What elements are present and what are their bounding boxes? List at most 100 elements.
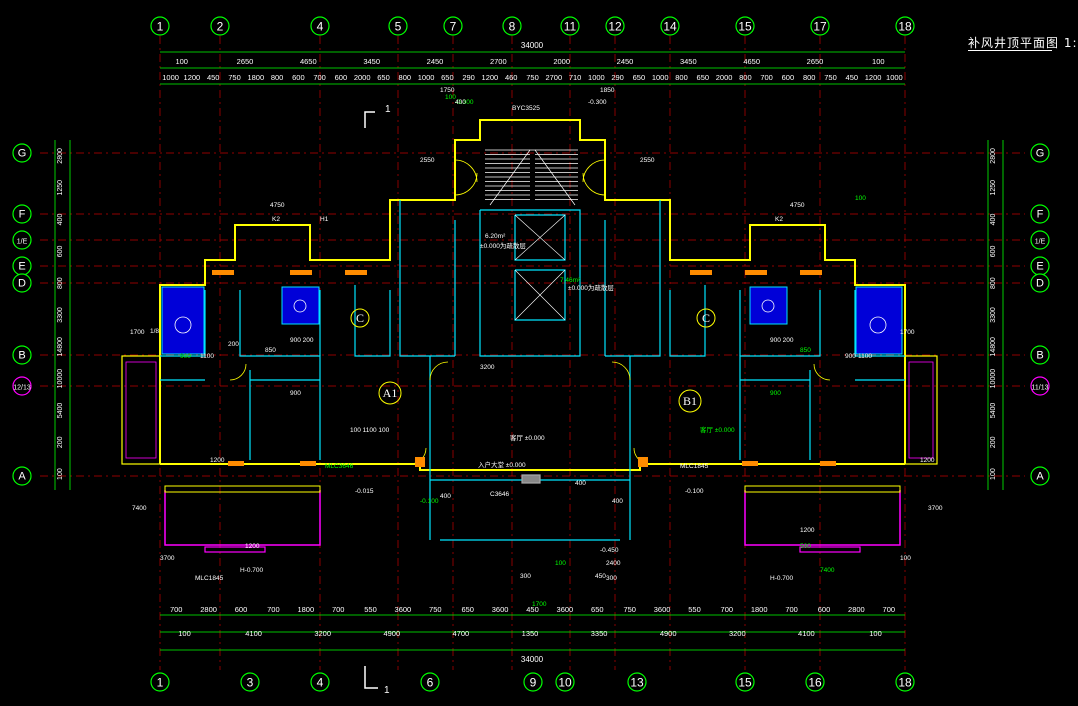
- bottom-dim-1: 3600: [395, 605, 412, 614]
- axis-bubble-right: [1030, 466, 1050, 486]
- left-dim: 400: [57, 214, 64, 226]
- annotation: 100: [855, 195, 866, 202]
- door-swings: [229, 159, 831, 465]
- section-mark-top: 1: [385, 104, 391, 115]
- top-dim-2: 1800: [247, 73, 264, 82]
- annotation: 2550: [640, 157, 655, 164]
- axis-bubble-bottom: [523, 672, 543, 692]
- left-dim: 1250: [57, 180, 64, 196]
- axis-label-top: 12: [608, 20, 622, 34]
- axis-bubble-right: [1030, 376, 1050, 396]
- bottom-dim-2: 4100: [245, 629, 262, 638]
- annotation: 2550: [420, 157, 435, 164]
- axis-label-left: G: [18, 148, 27, 160]
- title-underline: [968, 50, 1052, 51]
- axis-bubble-bottom: [895, 672, 915, 692]
- axis-bubble-bottom: [310, 672, 330, 692]
- right-dim: 10000: [990, 369, 997, 389]
- axis-label-left: 12/13: [13, 385, 31, 392]
- axis-label-bottom: 6: [427, 676, 434, 690]
- axis-bubble-bottom: [805, 672, 825, 692]
- section-marks: [364, 111, 378, 689]
- bottom-dim-1: 600: [818, 605, 831, 614]
- axis-bubble-right: [1030, 345, 1050, 365]
- bottom-dim-1: 3600: [492, 605, 509, 614]
- bottom-dim-2: 3200: [314, 629, 331, 638]
- annotation: 900: [770, 390, 781, 397]
- left-dim: 2800: [57, 148, 64, 164]
- bottom-dim-2: 3350: [591, 629, 608, 638]
- axis-label-top: 11: [564, 20, 577, 34]
- axis-bubble-top: [310, 16, 330, 36]
- annotation: 3200: [480, 364, 495, 371]
- top-dim-2: 650: [441, 73, 454, 82]
- annotation: 1/8: [150, 328, 159, 335]
- axis-label-top: 5: [395, 20, 402, 34]
- axis-bubble-top: [210, 16, 230, 36]
- annotation: 6.20m²: [485, 233, 506, 240]
- axis-bubble-left: [12, 230, 32, 250]
- left-dim: 600: [57, 245, 64, 257]
- top-dim-2: 750: [824, 73, 837, 82]
- axis-bubble-top: [895, 16, 915, 36]
- unit-label-ring: [378, 381, 402, 405]
- annotation: -0.100: [420, 498, 439, 505]
- axis-label-top: 1: [157, 20, 164, 34]
- annotation: 3700: [160, 555, 175, 562]
- axis-label-right: 1/E: [1035, 239, 1046, 246]
- top-dim-1: 3450: [680, 57, 697, 66]
- axis-label-bottom: 16: [808, 676, 822, 690]
- axis-bubble-top: [443, 16, 463, 36]
- annotation: 400: [440, 493, 451, 500]
- axis-label-left: F: [19, 209, 26, 221]
- axis-bubble-bottom: [420, 672, 440, 692]
- bottom-dim-2: 1350: [522, 629, 539, 638]
- axis-label-bottom: 10: [558, 676, 572, 690]
- top-dim-1: 4650: [743, 57, 760, 66]
- axis-label-top: 8: [509, 20, 516, 34]
- bottom-dim-2: 4900: [660, 629, 677, 638]
- right-dim: 3300: [990, 307, 997, 323]
- annotation: MLC1845: [195, 575, 224, 582]
- top-dim-2: 2700: [545, 73, 562, 82]
- annotation: 1700: [900, 329, 915, 336]
- unit-label-ring: [678, 389, 702, 413]
- annotation: 900 200: [770, 337, 794, 344]
- axis-bubble-top: [605, 16, 625, 36]
- bottom-dim-1: 3600: [557, 605, 574, 614]
- top-dim-2: 800: [739, 73, 752, 82]
- axis-label-left: 1/E: [17, 239, 28, 246]
- axis-bubble-top: [660, 16, 680, 36]
- top-dim-2: 1000: [418, 73, 435, 82]
- unit-label: C: [702, 311, 710, 325]
- top-dim-2: 800: [399, 73, 412, 82]
- top-dim-2: 460: [505, 73, 518, 82]
- annotation: K2: [272, 216, 280, 223]
- axis-bubble-right: [1030, 230, 1050, 250]
- top-dim-2: 1200: [184, 73, 201, 82]
- annotation: 400: [612, 498, 623, 505]
- axis-bubble-left: [12, 273, 32, 293]
- annotation: -0.300: [588, 99, 607, 106]
- top-dim-1: 2650: [807, 57, 824, 66]
- top-dim-2: 800: [271, 73, 284, 82]
- bathrooms: [161, 286, 903, 355]
- annotation: 450: [595, 573, 606, 580]
- left-dim: 200: [57, 436, 64, 448]
- top-dim-2: 800: [675, 73, 688, 82]
- bottom-dim-1: 550: [688, 605, 701, 614]
- axis-label-left: E: [18, 261, 25, 273]
- top-dim-2: 2000: [354, 73, 371, 82]
- bottom-dim-2: 4700: [453, 629, 470, 638]
- right-dim: 400: [990, 214, 997, 226]
- annotation: 100: [555, 560, 566, 567]
- top-dim-1: 2450: [617, 57, 634, 66]
- axis-label-bottom: 1: [157, 676, 164, 690]
- top-dim-2: 700: [313, 73, 326, 82]
- axis-bubble-left: [12, 376, 32, 396]
- annotation: ±0.000为疏散层: [480, 241, 526, 250]
- annotation: H-0.700: [240, 567, 264, 574]
